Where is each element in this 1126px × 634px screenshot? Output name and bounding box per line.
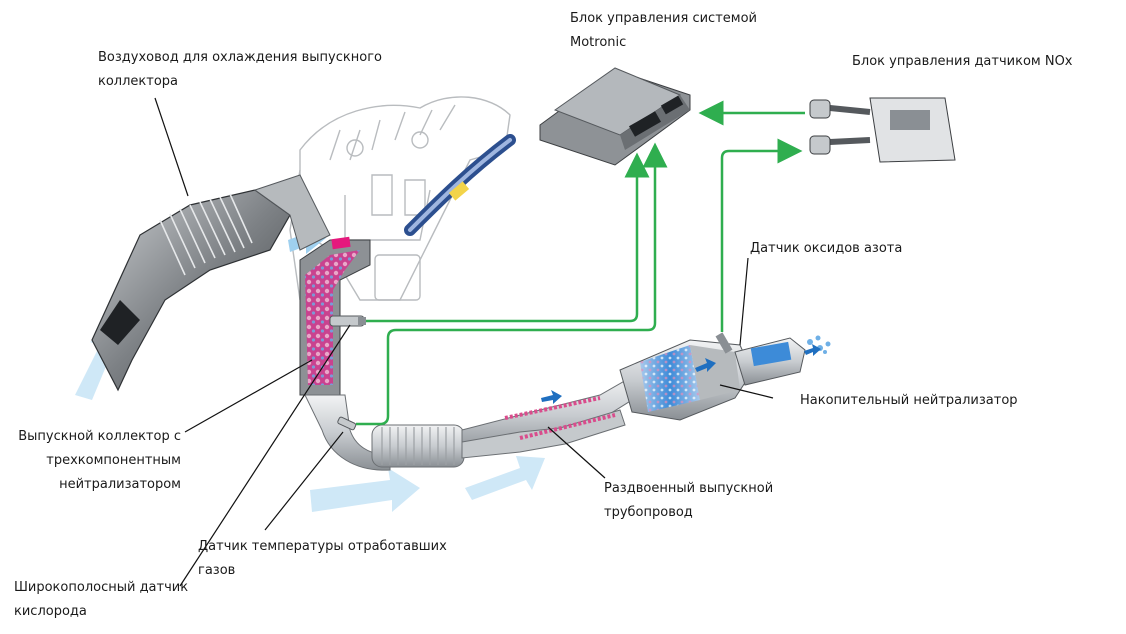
label-nox-sensor: Датчик оксидов азота — [750, 241, 903, 256]
label-motronic: Блок управления системой Motronic — [570, 11, 757, 50]
exhaust-temp-sensor — [337, 416, 357, 431]
label-lambda-sensor: Широкополосный датчик кислорода — [14, 580, 189, 619]
label-temp-sensor: Датчик температуры отработавших газов — [198, 539, 447, 578]
flow-arrows — [541, 344, 821, 404]
motronic-ecu — [539, 67, 691, 166]
nox-control-unit — [809, 97, 956, 163]
signal-lines — [356, 100, 805, 426]
label-split-pipe: Раздвоенный выпускной трубопровод — [604, 481, 774, 520]
storage-catalytic-converter — [619, 332, 831, 421]
injector-pipe — [404, 134, 516, 236]
lambda-sensor — [329, 315, 366, 327]
leader-lines — [154, 97, 774, 587]
label-nox-control-unit: Блок управления датчиком NOx — [852, 54, 1073, 69]
exhaust-pipe — [371, 374, 641, 468]
cooling-air-duct — [91, 174, 331, 392]
label-storage-catalyst: Накопительный нейтрализатор — [800, 393, 1018, 408]
label-air-duct: Воздуховод для охлаждения выпускного кол… — [98, 50, 382, 89]
label-exhaust-manifold: Выпускной коллектор с трехкомпонентным н… — [18, 429, 181, 492]
